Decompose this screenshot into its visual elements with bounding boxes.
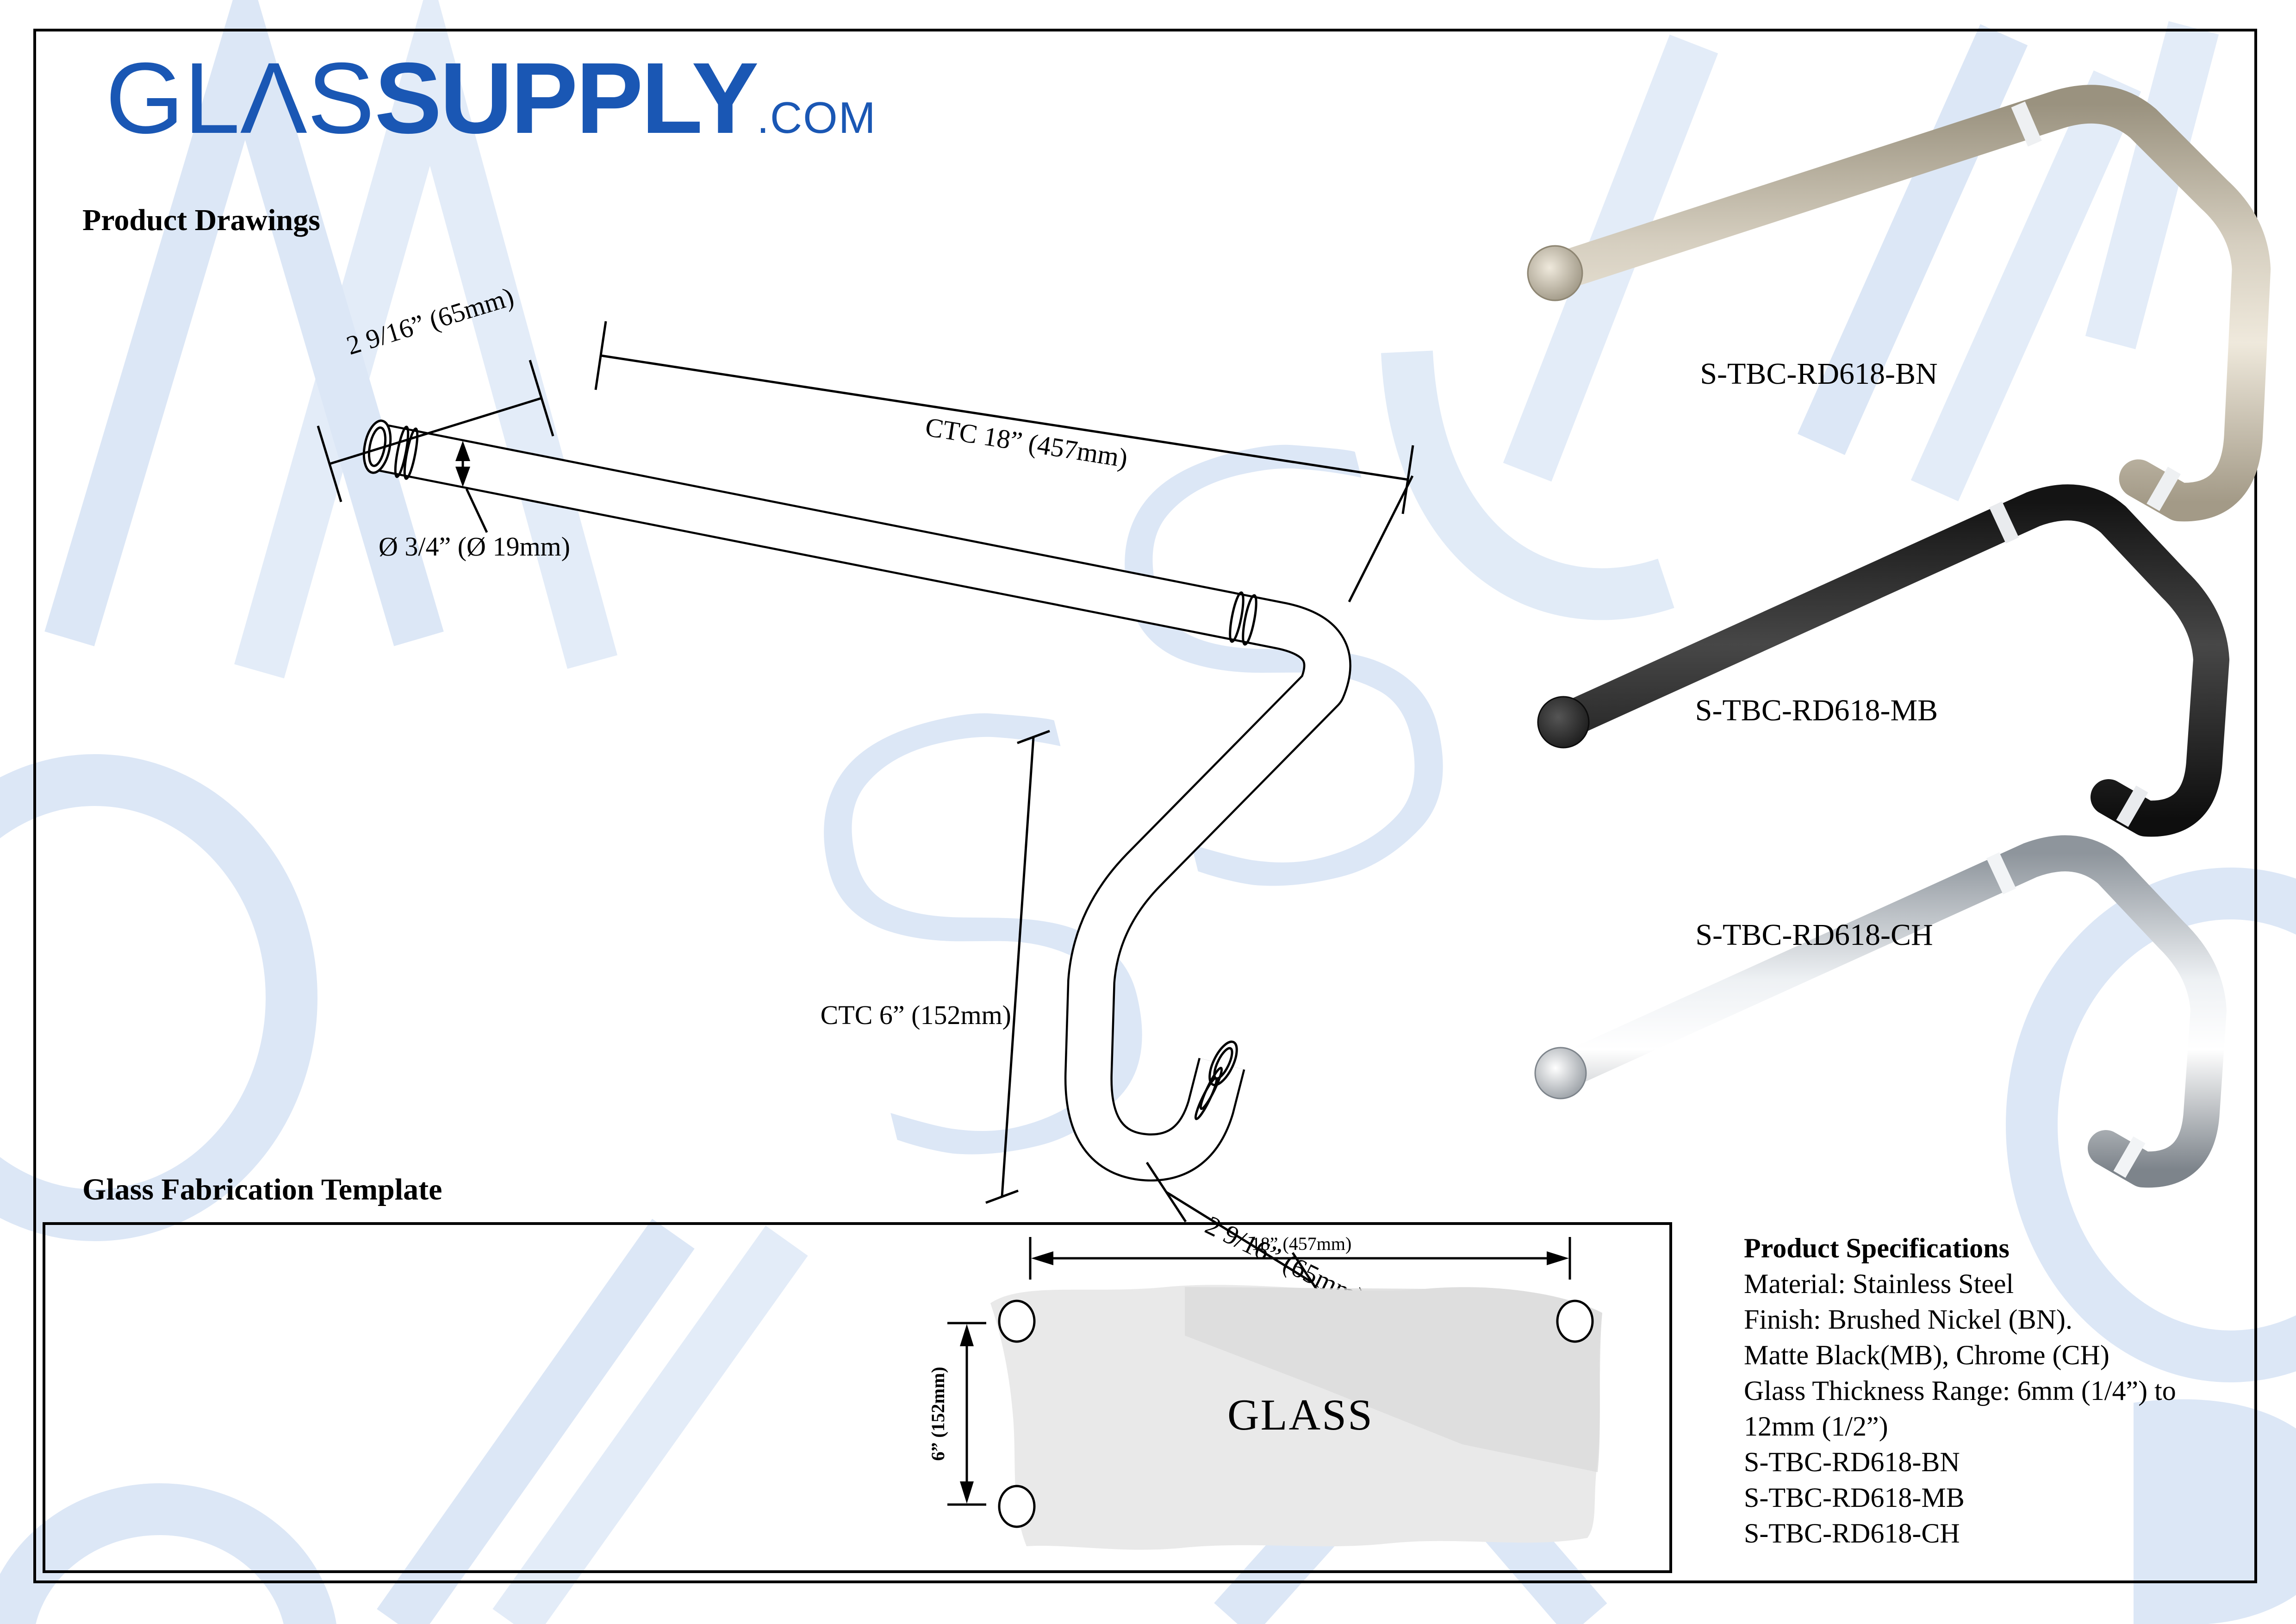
product-photo-ch (1534, 835, 2227, 1188)
specs-title: Product Specifications (1744, 1233, 2010, 1263)
glass-label: GLASS (1227, 1390, 1374, 1439)
template-dim-height-label: 6” (152mm) (927, 1367, 948, 1461)
product-photo-mb (1537, 484, 2229, 837)
product-code-bn: S-TBC-RD618-BN (1700, 357, 1938, 391)
product-code-mb: S-TBC-RD618-MB (1695, 693, 1938, 727)
bn-mount-disc (1527, 245, 1583, 301)
dim-ctc-short (985, 730, 1050, 1204)
spec-line-finish: Finish: Brushed Nickel (BN). (1744, 1304, 2072, 1335)
dim-ctc-short-label: CTC 6” (152mm) (821, 1000, 1011, 1030)
mb-mount-disc (1537, 696, 1590, 749)
spec-line-code-ch: S-TBC-RD618-CH (1744, 1518, 1960, 1549)
spec-line-finish2: Matte Black(MB), Chrome (CH) (1744, 1340, 2109, 1370)
spec-line-code-mb: S-TBC-RD618-MB (1744, 1482, 1965, 1513)
template-box (43, 1222, 1672, 1573)
drawing-end-cap-bottom (1194, 1040, 1238, 1120)
template-dim-width-label: 18” (457mm) (1251, 1233, 1352, 1254)
product-drawings-heading: Product Drawings (82, 203, 320, 237)
template-dim-width (1029, 1237, 1571, 1280)
dim-diameter-label: Ø 3/4” (Ø 19mm) (379, 531, 570, 562)
drawing-bar-collar (1229, 591, 1257, 646)
glass-template: 18” (457mm) 6” (152mm) GLASS (43, 1222, 1672, 1573)
spec-line-thickness2: 12mm (1/2”) (1744, 1411, 1888, 1442)
glassupply-logo: GLΛSSUPPLY.COM (106, 48, 877, 149)
logo-tld: .COM (757, 93, 877, 143)
ch-mount-disc (1534, 1047, 1587, 1099)
drawing-tube (372, 423, 1351, 1182)
glass-template-heading: Glass Fabrication Template (82, 1173, 442, 1206)
template-hole-top-left (998, 1299, 1036, 1343)
drawing-end-cap-left (362, 419, 419, 480)
product-photo-bn (1527, 85, 2271, 522)
spec-line-code-bn: S-TBC-RD618-BN (1744, 1447, 1960, 1477)
logo-lambda-glyph: Λ (240, 42, 308, 155)
template-hole-top-right (1556, 1299, 1594, 1343)
dim-end-top-label: 2 9/16” (65mm) (343, 281, 517, 361)
product-code-ch: S-TBC-RD618-CH (1695, 918, 1933, 952)
logo-thin-s: S (307, 42, 375, 155)
spec-line-thickness: Glass Thickness Range: 6mm (1/4”) to (1744, 1375, 2176, 1406)
technical-drawing: 2 9/16” (65mm) CTC 18” (457mm) Ø 3/4” (Ø… (317, 281, 1414, 1313)
logo-thin-prefix: GL (106, 42, 240, 155)
template-dim-height (947, 1322, 986, 1506)
spec-line-material: Material: Stainless Steel (1744, 1268, 2014, 1299)
dim-diameter-arrows (455, 441, 470, 487)
logo-bold-part: SUPPLY (374, 42, 759, 155)
page-border (33, 29, 2257, 1583)
template-hole-bottom-left (998, 1485, 1036, 1528)
product-specifications: Product Specifications Material: Stainle… (1744, 1230, 2267, 1551)
dim-ctc-long (594, 321, 1414, 603)
dim-end-top (317, 360, 554, 502)
glass-shade (1185, 1287, 1602, 1472)
